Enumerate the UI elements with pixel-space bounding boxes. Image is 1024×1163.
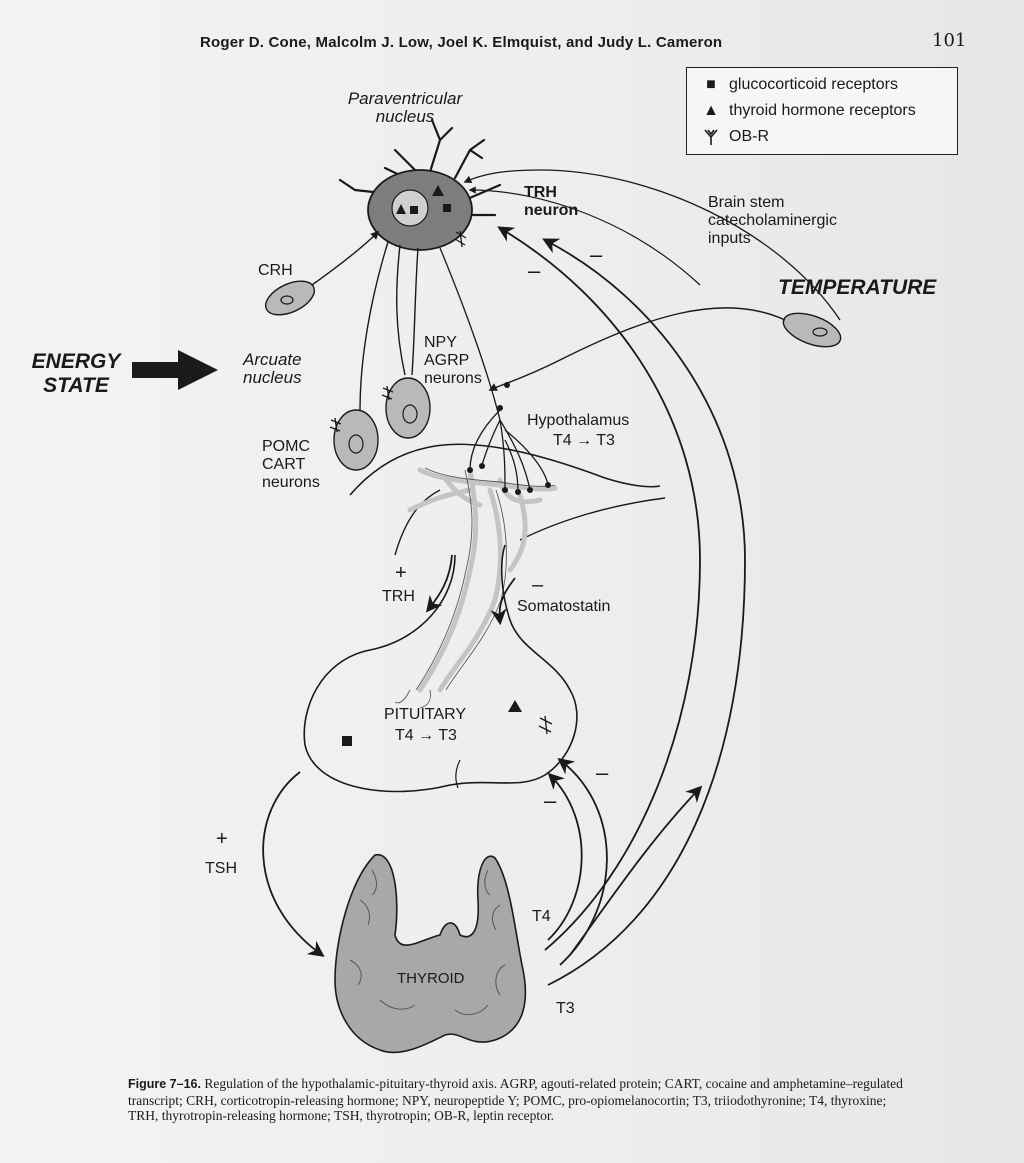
thyroid-gland	[334, 854, 527, 1054]
thyroid-label: THYROID	[397, 970, 465, 987]
pituitary-outline	[303, 544, 578, 793]
hypothalamus-label: Hypothalamus	[527, 412, 630, 429]
pituitary-label: PITUITARY	[384, 706, 467, 723]
running-header-authors: Roger D. Cone, Malcolm J. Low, Joel K. E…	[200, 34, 723, 51]
crh-cell	[265, 230, 380, 316]
legend-item-ob-r: OB-R	[701, 128, 769, 146]
temperature-label: TEMPERATURE	[778, 276, 937, 299]
t3-feedback-to-pituitary	[557, 758, 608, 966]
t4-label: T4	[532, 908, 551, 925]
minus-sign-hypo-2: –	[590, 242, 603, 267]
npy-agrp-label: NPY AGRP neurons	[424, 334, 482, 387]
pomc-cart-cell	[329, 241, 389, 471]
crh-label: CRH	[258, 262, 293, 279]
tsh-plus-sign: +	[216, 828, 228, 850]
brainstem-label: Brain stem catecholaminergic inputs	[708, 194, 837, 247]
t3-feedback-to-hypothalamus	[542, 238, 746, 986]
legend-box: ■ glucocorticoid receptors ▲ thyroid hor…	[686, 67, 958, 155]
minus-sign-pit-2: –	[596, 760, 609, 785]
pituitary-thyroid-receptor-icon	[508, 700, 522, 712]
t4-feedback-to-pituitary	[547, 772, 583, 941]
trh-arrow	[425, 554, 453, 613]
somatostatin-minus-sign: –	[532, 574, 544, 596]
pituitary-glucocorticoid-receptor-icon	[342, 736, 352, 746]
square-icon: ■	[706, 76, 716, 93]
brainstem-input-fiber	[463, 169, 841, 321]
trh-label: TRH	[382, 588, 415, 605]
npy-agrp-cell	[381, 244, 431, 439]
energy-state-label: ENERGY STATE	[31, 350, 121, 397]
t4-feedback-to-hypothalamus	[497, 226, 701, 951]
minus-sign-pit-1: –	[544, 788, 557, 813]
temperature-cell	[488, 307, 842, 391]
hypothalamus-t4-t3-label: T4 → T3	[553, 432, 615, 449]
trh-axon-terminals	[439, 247, 549, 493]
t3-label: T3	[556, 1000, 575, 1017]
tsh-label: TSH	[205, 860, 237, 877]
figure-number: Figure 7–16.	[128, 1077, 201, 1091]
ob-r-receptor-icon	[701, 128, 721, 146]
hypothalamus-outline	[349, 443, 661, 496]
somatostatin-label: Somatostatin	[517, 598, 611, 615]
pituitary-t4-t3-label: T4 → T3	[395, 727, 457, 744]
pvn-trh-neuron	[338, 118, 502, 251]
legend-item-thyroid-hormone: ▲ thyroid hormone receptors	[701, 102, 916, 120]
pituitary-ob-r-icon	[538, 715, 553, 735]
minus-sign-hypo-1: –	[528, 258, 541, 283]
arcuate-nucleus-label: Arcuate nucleus	[243, 350, 302, 387]
figure-caption: Figure 7–16. Regulation of the hypothala…	[128, 1076, 908, 1124]
triangle-icon: ▲	[703, 102, 719, 119]
somatostatin-arrow	[490, 577, 516, 626]
pomc-cart-label: POMC CART neurons	[262, 438, 320, 491]
page-number: 101	[932, 30, 967, 51]
pvn-label: Paraventricular nucleus	[347, 89, 463, 126]
legend-item-glucocorticoid: ■ glucocorticoid receptors	[701, 76, 898, 94]
portal-capillary-plexus	[407, 467, 558, 693]
trh-plus-sign: +	[395, 562, 407, 584]
caption-text: Regulation of the hypothalamic-pituitary…	[128, 1076, 903, 1123]
tsh-arrow	[262, 771, 325, 957]
pvn-ob-r-icon	[454, 230, 467, 248]
energy-state-arrow	[132, 350, 218, 390]
trh-neuron-label: TRH neuron	[524, 184, 579, 219]
